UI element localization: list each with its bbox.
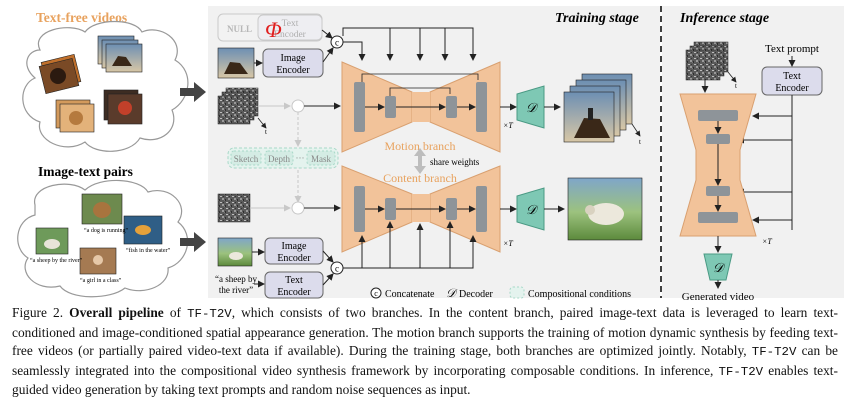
legend: c Concatenate 𝒟 Decoder Compositional co… bbox=[370, 286, 631, 300]
training-stage-title: Training stage bbox=[555, 11, 639, 26]
generated-video-label: Generated video bbox=[682, 291, 755, 303]
compositional-conditions bbox=[227, 147, 339, 169]
svg-text:NULL: NULL bbox=[227, 24, 252, 34]
legend-compositional: Compositional conditions bbox=[528, 289, 631, 300]
decoder-content bbox=[516, 187, 545, 231]
svg-text:Encoder: Encoder bbox=[277, 253, 311, 264]
decoder-top bbox=[516, 85, 545, 129]
text-free-videos-title: Text-free videos bbox=[36, 10, 127, 25]
svg-text:Encoder: Encoder bbox=[276, 65, 310, 76]
model-name: TF-T2V bbox=[187, 307, 232, 321]
output-video-stack bbox=[563, 73, 633, 143]
figure-caption: Figure 2. Overall pipeline of TF-T2V, wh… bbox=[12, 305, 838, 398]
depth-label: Depth bbox=[268, 154, 290, 164]
share-weights-arrow bbox=[414, 148, 426, 174]
svg-text:c: c bbox=[335, 264, 339, 274]
svg-text:c: c bbox=[374, 289, 378, 298]
svg-text:×T: ×T bbox=[503, 121, 513, 130]
legend-decoder: Decoder bbox=[459, 289, 494, 300]
dots-label: ··· bbox=[296, 153, 305, 163]
caption-input-line1: “a sheep by bbox=[215, 274, 257, 284]
sketch-label: Sketch bbox=[234, 154, 259, 164]
legend-compositional-icon bbox=[509, 286, 525, 299]
image-text-cloud bbox=[17, 179, 189, 298]
legend-concat-icon bbox=[370, 287, 382, 299]
share-weights-label: share weights bbox=[430, 157, 480, 167]
phi-symbol: Φ bbox=[265, 17, 282, 42]
caption-fig-label: Figure 2. bbox=[12, 305, 64, 320]
output-image-content bbox=[567, 177, 643, 241]
svg-text:Text: Text bbox=[282, 19, 299, 29]
inference-stage-title: Inference stage bbox=[679, 11, 769, 26]
inference-noise-stack bbox=[685, 41, 729, 81]
svg-text:×T: ×T bbox=[762, 237, 772, 246]
image-text-pairs-title: Image-text pairs bbox=[38, 164, 133, 179]
svg-text:×T: ×T bbox=[503, 239, 513, 248]
pair-caption-fish: “fish in the water” bbox=[126, 247, 170, 254]
pair-caption-girl: “a girl in a class” bbox=[80, 277, 122, 284]
video-thumbnails bbox=[38, 35, 143, 133]
concat-node-motion-faded bbox=[291, 99, 305, 113]
null-text-encoder-group: NULL Text Encoder bbox=[217, 13, 323, 42]
pair-thumbnails bbox=[35, 193, 163, 275]
svg-text:Image: Image bbox=[282, 241, 308, 252]
svg-text:t: t bbox=[639, 138, 641, 146]
caption-input-line2: the river” bbox=[219, 285, 253, 295]
pair-caption-dog: “a dog is running” bbox=[84, 227, 128, 234]
pipeline-figure: Training stage Inference stage Text-free… bbox=[17, 6, 844, 303]
svg-text:c: c bbox=[335, 38, 339, 48]
noise-stack-top bbox=[217, 87, 259, 125]
video-input-arrow bbox=[180, 82, 206, 102]
model-name: TF-T2V bbox=[751, 345, 797, 360]
pair-input-arrow bbox=[180, 232, 206, 252]
svg-text:Encoder: Encoder bbox=[277, 287, 311, 298]
noise-content bbox=[217, 193, 251, 223]
svg-text:Encoder: Encoder bbox=[775, 83, 809, 94]
concat-node-content-faded bbox=[291, 201, 305, 215]
svg-text:Text: Text bbox=[783, 71, 801, 82]
svg-text:Image: Image bbox=[281, 53, 307, 64]
text-prompt-label: Text prompt bbox=[765, 43, 819, 55]
svg-text:𝒟: 𝒟 bbox=[526, 202, 539, 217]
caption-bold-title: Overall pipeline bbox=[69, 305, 164, 320]
motion-branch-label: Motion branch bbox=[385, 139, 456, 153]
svg-text:Text: Text bbox=[285, 275, 303, 286]
image-encoder-top bbox=[262, 48, 324, 78]
svg-text:Encoder: Encoder bbox=[274, 30, 306, 40]
pair-caption-sheep: “a sheep by the river” bbox=[30, 257, 83, 264]
model-name: TF-T2V bbox=[718, 364, 764, 379]
svg-text:𝒟: 𝒟 bbox=[713, 260, 726, 275]
svg-text:𝒟: 𝒟 bbox=[526, 100, 539, 115]
mask-label: Mask bbox=[311, 154, 331, 164]
content-branch-label: Content branch bbox=[383, 171, 457, 185]
decoder-inference bbox=[703, 253, 733, 281]
legend-concatenate: Concatenate bbox=[385, 289, 435, 300]
svg-text:t: t bbox=[735, 82, 737, 90]
legend-decoder-icon: 𝒟 bbox=[446, 286, 458, 300]
svg-text:t: t bbox=[265, 128, 267, 136]
image-thumb-content bbox=[217, 237, 253, 267]
